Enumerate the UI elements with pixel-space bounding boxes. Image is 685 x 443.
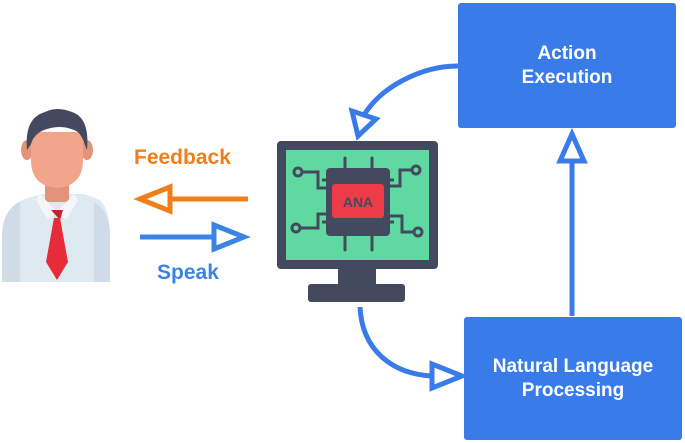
nlp-to-action-arrow [556, 127, 588, 316]
chip-label: ANA [343, 194, 373, 210]
action-execution-line2: Execution [521, 66, 613, 88]
feedback-arrow [133, 183, 248, 215]
action-to-computer-arrow [348, 63, 459, 141]
feedback-label: Feedback [134, 146, 231, 169]
computer-to-nlp-arrow [357, 306, 469, 392]
user-icon [2, 109, 110, 282]
action-execution-box: Action Execution [458, 3, 676, 128]
computer-icon: ANA [277, 141, 438, 302]
speak-arrow [140, 221, 251, 253]
nlp-line2: Processing [521, 379, 625, 401]
nlp-box: Natural Language Processing [464, 317, 682, 440]
speak-label: Speak [157, 261, 219, 284]
action-execution-line1: Action [537, 42, 597, 64]
nlp-line1: Natural Language [492, 355, 654, 377]
